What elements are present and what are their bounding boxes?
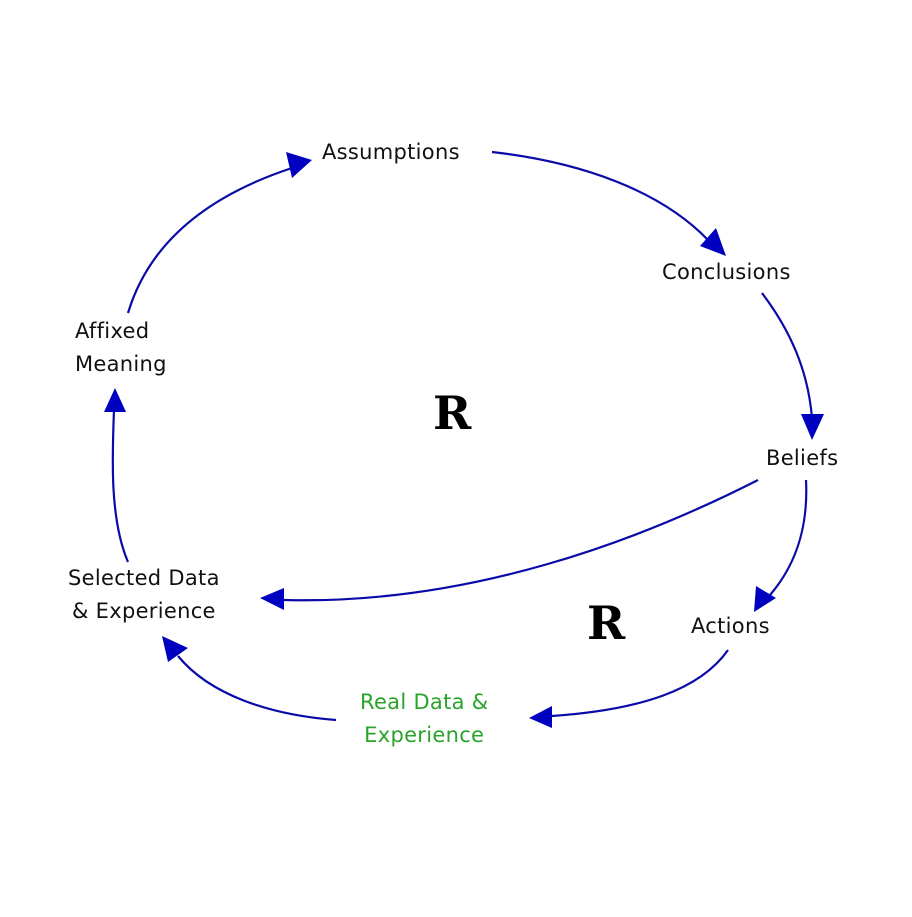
arrowhead-icon <box>801 414 824 440</box>
edge-beliefs-to-actions <box>769 479 808 596</box>
edge-actions-to-real-data <box>551 649 729 718</box>
edge-beliefs-to-selected-data <box>283 479 759 602</box>
edge-conclusions-to-beliefs <box>761 292 814 419</box>
node-conclusions: Conclusions <box>662 260 791 284</box>
edge-assumptions-to-conclusions <box>491 150 709 241</box>
reinforcing-loop-label-inner: R <box>587 596 626 650</box>
edge-selected-data-to-affixed <box>111 409 130 563</box>
arrowhead-icon <box>260 588 284 610</box>
node-actions: Actions <box>691 614 770 638</box>
arrowhead-icon <box>162 636 188 662</box>
node-beliefs: Beliefs <box>766 446 839 470</box>
reinforcing-loop-label-outer: R <box>433 386 472 440</box>
arrowhead-icon <box>286 152 312 178</box>
arrowhead-icon <box>754 586 776 612</box>
arrowhead-icon <box>104 388 126 412</box>
edge-real-data-to-selected-data <box>177 655 337 722</box>
node-selected-data-experience: Selected Data & Experience <box>68 566 220 623</box>
edge-affixed-to-assumptions <box>126 166 293 314</box>
node-real-data-experience: Real Data & Experience <box>360 690 489 747</box>
arrowhead-icon <box>529 706 552 728</box>
arrowhead-icon <box>700 228 726 256</box>
node-assumptions: Assumptions <box>322 140 460 164</box>
node-affixed-meaning: Affixed Meaning <box>75 319 167 376</box>
